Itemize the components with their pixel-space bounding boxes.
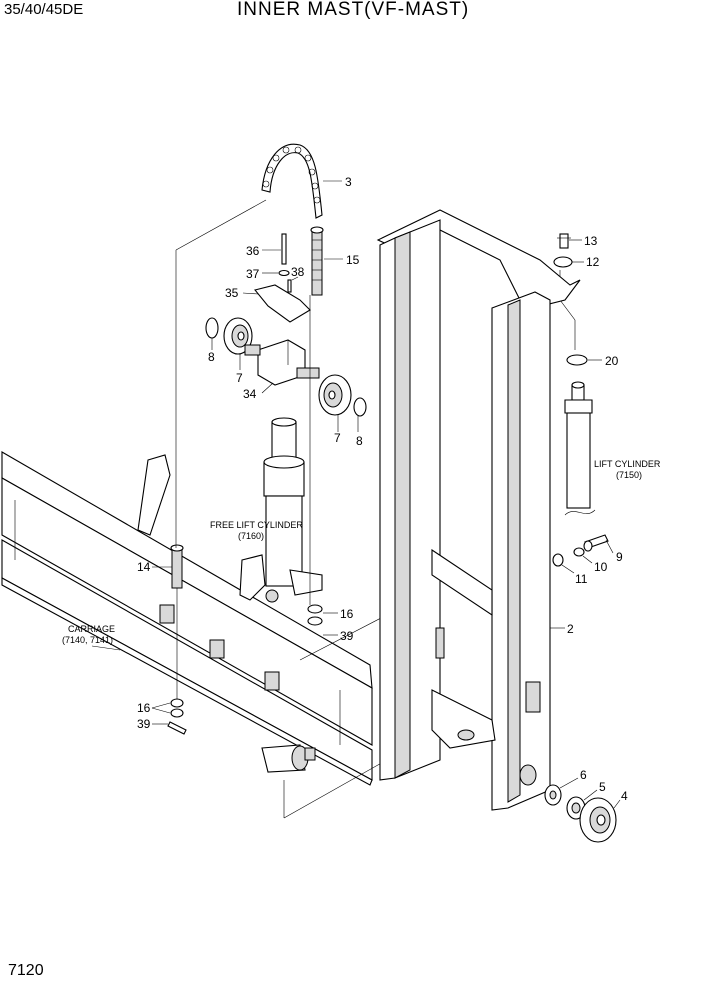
callout: 4 [621, 789, 628, 803]
callout: 16 [137, 701, 151, 715]
callout: 7 [334, 431, 341, 445]
washer-side [573, 547, 585, 557]
callout: 15 [346, 253, 360, 267]
callout: 7 [236, 371, 243, 385]
callout: 11 [575, 572, 588, 586]
callout: 39 [137, 717, 151, 731]
callout: 13 [584, 234, 598, 248]
callout: 8 [208, 350, 215, 364]
bottom-roller [579, 797, 617, 843]
callout: 20 [605, 354, 619, 368]
washer-top [553, 256, 573, 268]
o-ring [566, 354, 588, 366]
bolt-side [583, 534, 609, 552]
roller-shaft [244, 339, 320, 386]
bolt-top [557, 233, 571, 249]
page-title: INNER MAST(VF-MAST) [237, 0, 470, 20]
callout: 3 [345, 175, 352, 189]
carriage-label: CARRIAGE [68, 624, 115, 634]
callout: 12 [586, 255, 600, 269]
nut [307, 616, 323, 626]
nut [170, 708, 184, 718]
split-pin [287, 279, 292, 293]
bolt [281, 233, 287, 265]
free-lift-cylinder-label: FREE LIFT CYLINDER [210, 520, 303, 530]
callout: 39 [340, 629, 354, 643]
nut [170, 698, 184, 708]
callout: 38 [291, 265, 305, 279]
component-labels: FREE LIFT CYLINDER (7160) LIFT CYLINDER … [62, 459, 661, 645]
inner-mast [376, 209, 581, 811]
chain [261, 143, 323, 219]
callout: 2 [567, 622, 574, 636]
carriage-lower-bracket [261, 744, 316, 773]
callout: 35 [225, 286, 239, 300]
bracket [254, 284, 311, 323]
callout: 14 [137, 560, 151, 574]
lift-cylinder-ref: (7150) [616, 470, 642, 480]
free-lift-cylinder [263, 417, 323, 603]
callout: 9 [616, 550, 623, 564]
carriage [1, 451, 373, 786]
washer-side [552, 553, 564, 567]
page-number: 7120 [8, 962, 44, 979]
chain-anchor-bolt [310, 226, 324, 296]
free-lift-cylinder-ref: (7160) [238, 531, 264, 541]
nut [307, 604, 323, 614]
callout: 10 [594, 560, 608, 574]
callout: 5 [599, 780, 606, 794]
callout: 8 [356, 434, 363, 448]
callout: 37 [246, 267, 260, 281]
washer [278, 269, 290, 277]
callout: 34 [243, 387, 257, 401]
carriage-ref: (7140, 7141) [62, 635, 113, 645]
anchor-bolt [170, 544, 184, 589]
lift-cylinder [564, 381, 596, 516]
roller-right [318, 374, 367, 417]
split-pin [167, 721, 187, 735]
callout: 36 [246, 244, 260, 258]
callout-numbers: 3 36 15 37 38 35 8 7 34 7 8 13 12 20 9 1… [137, 175, 628, 803]
model-number: 35/40/45DE [4, 1, 84, 18]
callout: 16 [340, 607, 354, 621]
callout: 6 [580, 768, 587, 782]
lift-cylinder-label: LIFT CYLINDER [594, 459, 661, 469]
